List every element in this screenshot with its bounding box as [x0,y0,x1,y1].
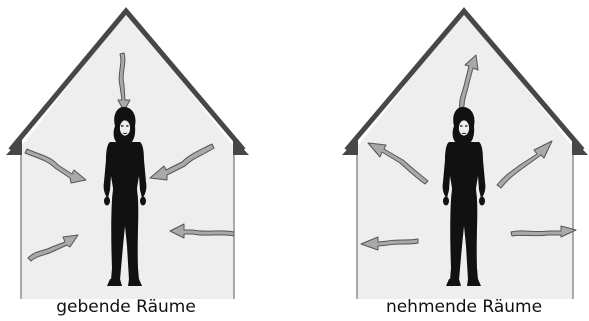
roof-eave-right [233,138,249,155]
house-taking: nehmende Räume [342,11,588,317]
caption-giving-rooms: gebende Räume [56,297,196,317]
caption-taking-rooms: nehmende Räume [386,297,542,317]
roof-eave-left [6,138,22,155]
roof-eave-left [342,138,358,155]
house-giving: gebende Räume [6,11,249,317]
